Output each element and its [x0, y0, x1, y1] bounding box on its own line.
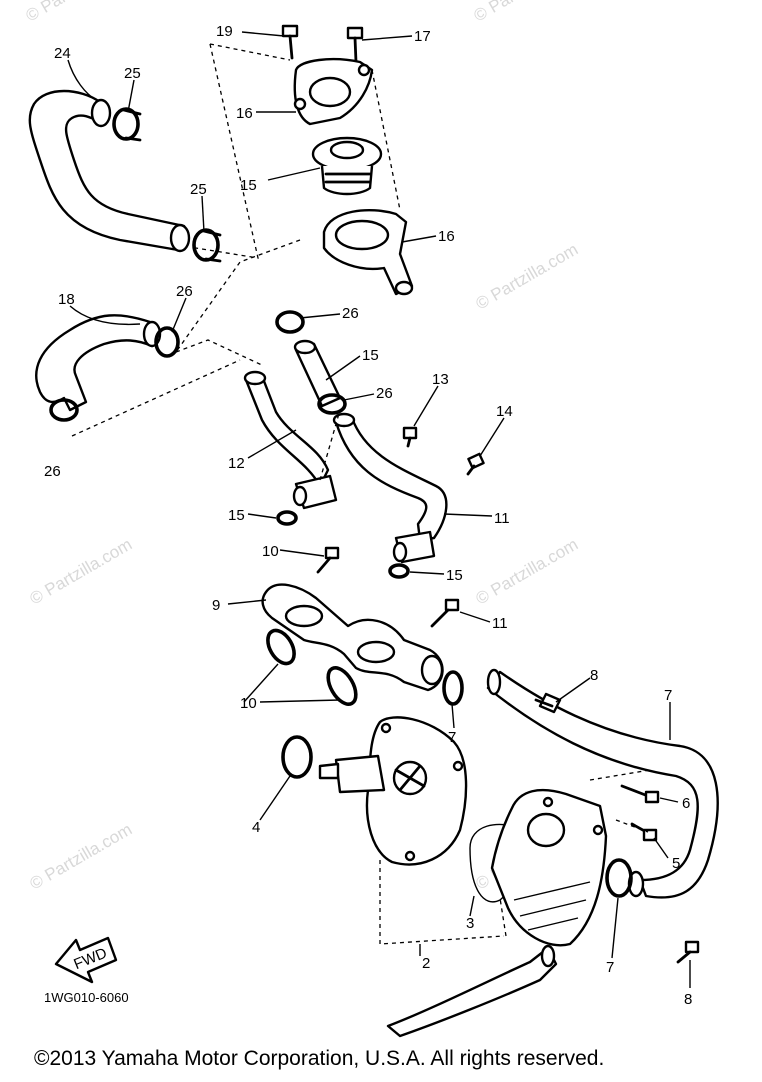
- o-ring-3: [281, 735, 313, 779]
- o-ring-10: [266, 628, 358, 706]
- thermostat-19: [311, 136, 383, 196]
- o-ring-7: [442, 670, 464, 706]
- callout-20: 16: [438, 228, 455, 245]
- callout-12: 10: [262, 543, 279, 560]
- watermark: © Partzilla.com: [23, 0, 132, 25]
- callout-11: 11: [492, 615, 508, 632]
- callout-7: 7: [448, 729, 456, 746]
- callout-17: 15: [362, 347, 379, 364]
- callout-15: 15: [228, 507, 245, 524]
- bolt-4: [630, 822, 658, 842]
- callout-7: 7: [606, 959, 614, 976]
- callout-26: 26: [376, 385, 393, 402]
- watermark: © Partzilla.com: [27, 820, 136, 894]
- bolt-5: [620, 784, 660, 804]
- callout-18: 18: [58, 291, 75, 308]
- hose-18: [35, 314, 162, 412]
- callout-19: 15: [240, 177, 257, 194]
- callout-25: 25: [190, 181, 207, 198]
- bolt-11: [430, 598, 460, 628]
- watermark: © Partzilla.com: [27, 535, 136, 609]
- hose-clamp-26: [275, 310, 347, 415]
- callout-4: 5: [672, 855, 680, 872]
- callout-16: 13: [432, 371, 449, 388]
- hose-24: [28, 89, 191, 253]
- callout-8: 8: [684, 991, 692, 1008]
- callout-26: 26: [44, 463, 61, 480]
- pipe-13: [332, 412, 448, 564]
- thermostat-cover-21: [293, 57, 374, 126]
- fwd-arrow: FWD: [54, 936, 118, 984]
- callout-14: 12: [228, 455, 245, 472]
- callout-13: 11: [494, 510, 510, 527]
- leader-lines: [67, 31, 691, 988]
- callout-23: 19: [216, 23, 233, 40]
- parts-diagram: © Partzilla.com © Partzilla.com © Partzi…: [23, 0, 719, 1038]
- bolt-22: [346, 26, 364, 64]
- callout-26: 26: [176, 283, 193, 300]
- o-ring-15: [388, 563, 410, 579]
- callout-15: 15: [446, 567, 463, 584]
- copyright-notice: ©2013 Yamaha Motor Corporation, U.S.A. A…: [34, 1047, 605, 1070]
- watermark: © Partzilla.com: [473, 535, 582, 609]
- bolt-23: [281, 24, 299, 60]
- dashed-connectors: [71, 43, 651, 945]
- callout-22: 17: [414, 28, 431, 45]
- callout-26: 26: [342, 305, 359, 322]
- callout-5: 6: [682, 795, 690, 812]
- callout-24: 24: [54, 45, 71, 62]
- watermark: © Partzilla.com: [471, 0, 580, 25]
- callout-6: 7: [664, 687, 672, 704]
- callout-2: 3: [466, 915, 474, 932]
- callout-8: 8: [590, 667, 598, 684]
- o-ring-15: [276, 510, 298, 526]
- callout-16: 14: [496, 403, 513, 420]
- callout-3: 4: [252, 819, 260, 836]
- bolt-16: [402, 426, 485, 476]
- o-ring-7: [605, 858, 633, 898]
- callout-9: 9: [212, 597, 220, 614]
- callout-10: 10: [240, 695, 257, 712]
- hose-clamp-25: [112, 107, 222, 263]
- pipe-6: [486, 668, 719, 899]
- callout-21: 16: [236, 105, 253, 122]
- callout-1: 2: [422, 955, 430, 972]
- diagram-code: 1WG010-6060: [44, 990, 129, 1005]
- callout-25: 25: [124, 65, 141, 82]
- inlet-pipe-9: [261, 583, 444, 692]
- thermostat-housing-20: [322, 209, 414, 296]
- bolt-12: [316, 546, 340, 574]
- watermark: © Partzilla.com: [473, 240, 582, 314]
- water-pump-1: [318, 716, 468, 866]
- bottom-hose: [386, 944, 558, 1038]
- bolt-8: [534, 698, 700, 964]
- hose-clamp-26: [49, 326, 180, 422]
- pump-cover: [490, 788, 608, 947]
- callout-labels: 19 17 24 25 16 15 25 16 18 26 26 15 26 1…: [44, 23, 692, 1008]
